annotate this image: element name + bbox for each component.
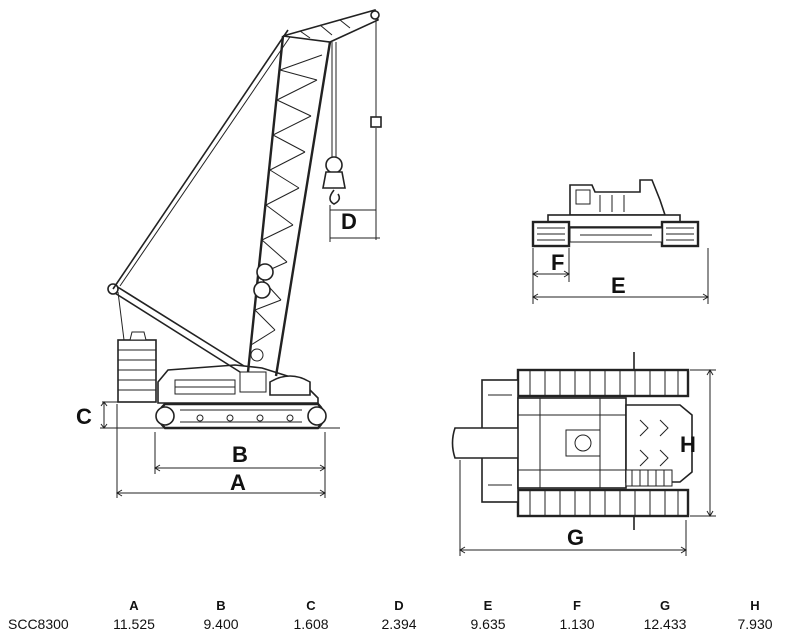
header-e: E: [483, 598, 493, 613]
front-view: [531, 179, 700, 248]
side-jib: [282, 9, 380, 43]
side-hoist-ropes: [331, 19, 382, 160]
side-main-hook: [322, 156, 346, 205]
value-g: 12.433: [643, 616, 687, 632]
header-h: H: [750, 598, 760, 613]
dimension-f: F: [532, 248, 570, 304]
dimension-e: E: [532, 248, 709, 304]
side-lattice-boom: [246, 35, 332, 377]
spec-table: SCC8300 A B C D E F G H 11.525 9.400 1.6…: [0, 592, 800, 642]
dimension-b: B: [154, 432, 326, 474]
dimension-h: H: [680, 369, 716, 517]
header-d: D: [394, 598, 404, 613]
dimension-label-c: C: [76, 404, 92, 429]
value-a: 11.525: [113, 616, 155, 632]
dimension-c: C: [76, 401, 155, 429]
value-d: 2.394: [381, 616, 417, 632]
header-f: F: [573, 598, 581, 613]
side-pendant-line: [112, 29, 289, 290]
dimension-a: A: [116, 404, 326, 498]
header-a: A: [129, 598, 139, 613]
value-h: 7.930: [737, 616, 773, 632]
value-b: 9.400: [203, 616, 239, 632]
dimension-label-g: G: [567, 525, 584, 550]
dimension-label-h: H: [680, 432, 696, 457]
top-track-lower: [516, 488, 690, 518]
top-track-upper: [516, 368, 690, 398]
dimension-d: D: [329, 128, 380, 242]
dimension-label-b: B: [232, 442, 248, 467]
header-g: G: [659, 598, 671, 613]
top-view: [451, 352, 693, 530]
dimension-label-e: E: [611, 273, 626, 298]
side-view: [100, 9, 382, 430]
side-counterweight: [117, 331, 157, 403]
dimension-label-a: A: [230, 470, 246, 495]
dimension-label-d: D: [341, 209, 357, 234]
value-c: 1.608: [293, 616, 329, 632]
value-f: 1.130: [559, 616, 595, 632]
crane-dimension-drawing: D C B A: [76, 9, 716, 556]
dimension-label-f: F: [551, 250, 564, 275]
model-name: SCC8300: [8, 616, 69, 632]
side-upper-body: [157, 364, 319, 404]
top-car-body: [451, 379, 627, 503]
side-crawler-track: [155, 402, 327, 430]
value-e: 9.635: [470, 616, 506, 632]
header-b: B: [216, 598, 226, 613]
header-c: C: [306, 598, 316, 613]
top-counterweight: [625, 404, 693, 487]
dimension-g: G: [459, 460, 687, 556]
